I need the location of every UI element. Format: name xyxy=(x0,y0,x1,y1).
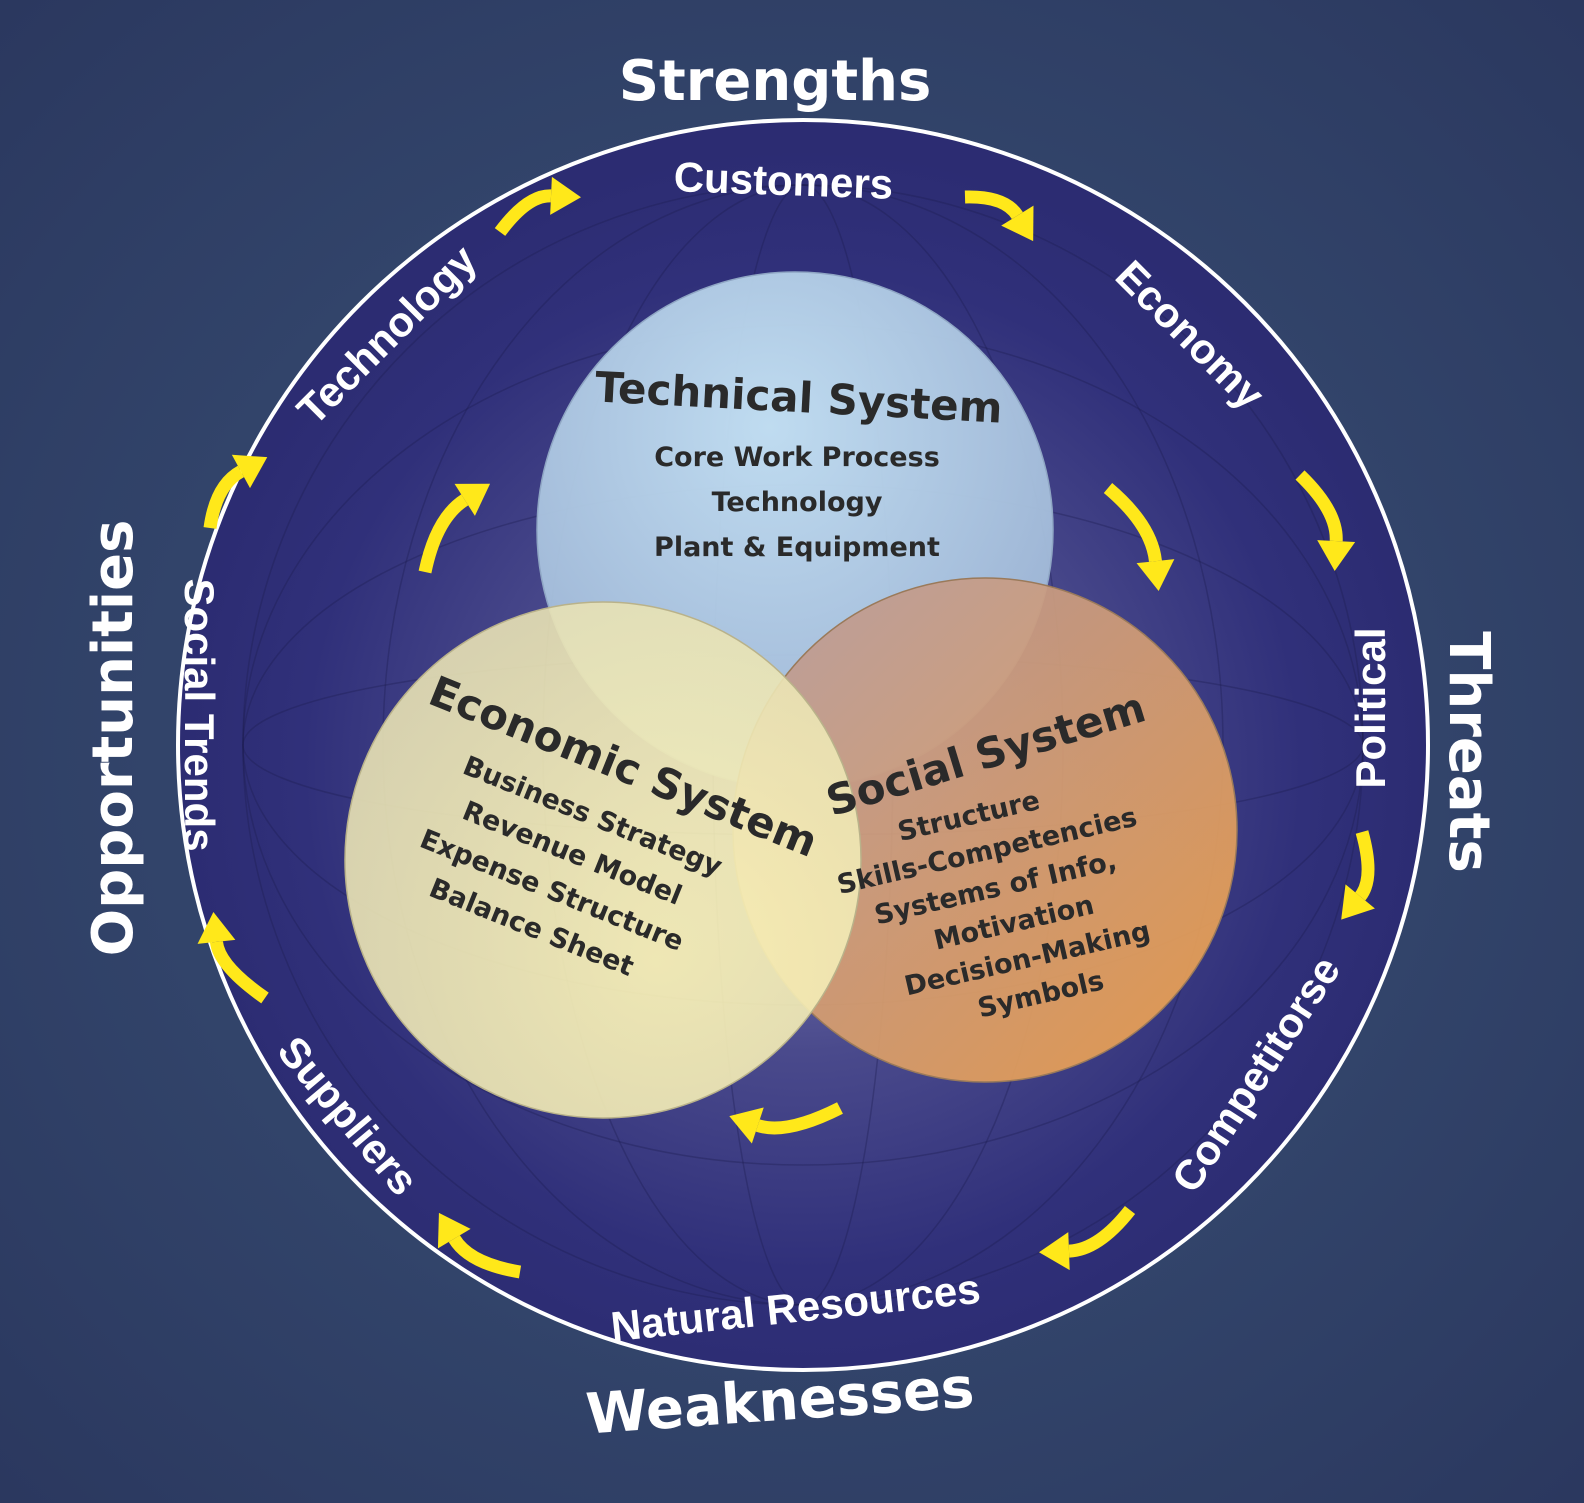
arrow-shaft xyxy=(1295,470,1343,542)
technical-item: Plant & Equipment xyxy=(654,532,940,563)
threats-label: Threats xyxy=(1436,631,1501,873)
arrow-shaft xyxy=(494,189,552,236)
arrow-head-icon xyxy=(729,1107,764,1144)
arrow-shaft xyxy=(448,1234,522,1279)
arrow-shaft xyxy=(203,465,245,529)
arrow-head-icon xyxy=(197,912,236,944)
technical-item: Technology xyxy=(712,487,883,518)
arrow-head-icon xyxy=(1136,559,1175,591)
arrow-head-icon xyxy=(1039,1232,1070,1271)
ring-label-political: Political xyxy=(1347,627,1394,788)
arrow-head-icon xyxy=(550,176,581,215)
arrow-head-icon xyxy=(454,483,491,516)
arrow-shaft xyxy=(1068,1205,1136,1258)
arrow-shaft xyxy=(418,494,469,574)
strengths-label: Strengths xyxy=(619,49,932,114)
economic-system-circle xyxy=(344,601,862,1119)
arrow-shaft xyxy=(1103,483,1162,563)
technical-item: Core Work Process xyxy=(654,442,940,473)
ring-label-social-trends: Social Trends xyxy=(176,578,223,851)
arrow-head-icon xyxy=(1317,540,1356,571)
ring-label-customers: Customers xyxy=(673,153,894,208)
opportunities-label: Opportunities xyxy=(81,520,146,957)
arrow-shaft xyxy=(209,940,269,1004)
arrow-shaft xyxy=(964,190,1023,220)
arrow-head-icon xyxy=(437,1212,471,1249)
arrow-head-icon xyxy=(1341,884,1375,920)
arrow-head-icon xyxy=(231,454,268,489)
arrow-shaft xyxy=(1354,830,1375,901)
arrow-head-icon xyxy=(1001,205,1034,242)
arrow-shaft xyxy=(755,1102,843,1135)
cycle-arrows xyxy=(197,176,1375,1279)
